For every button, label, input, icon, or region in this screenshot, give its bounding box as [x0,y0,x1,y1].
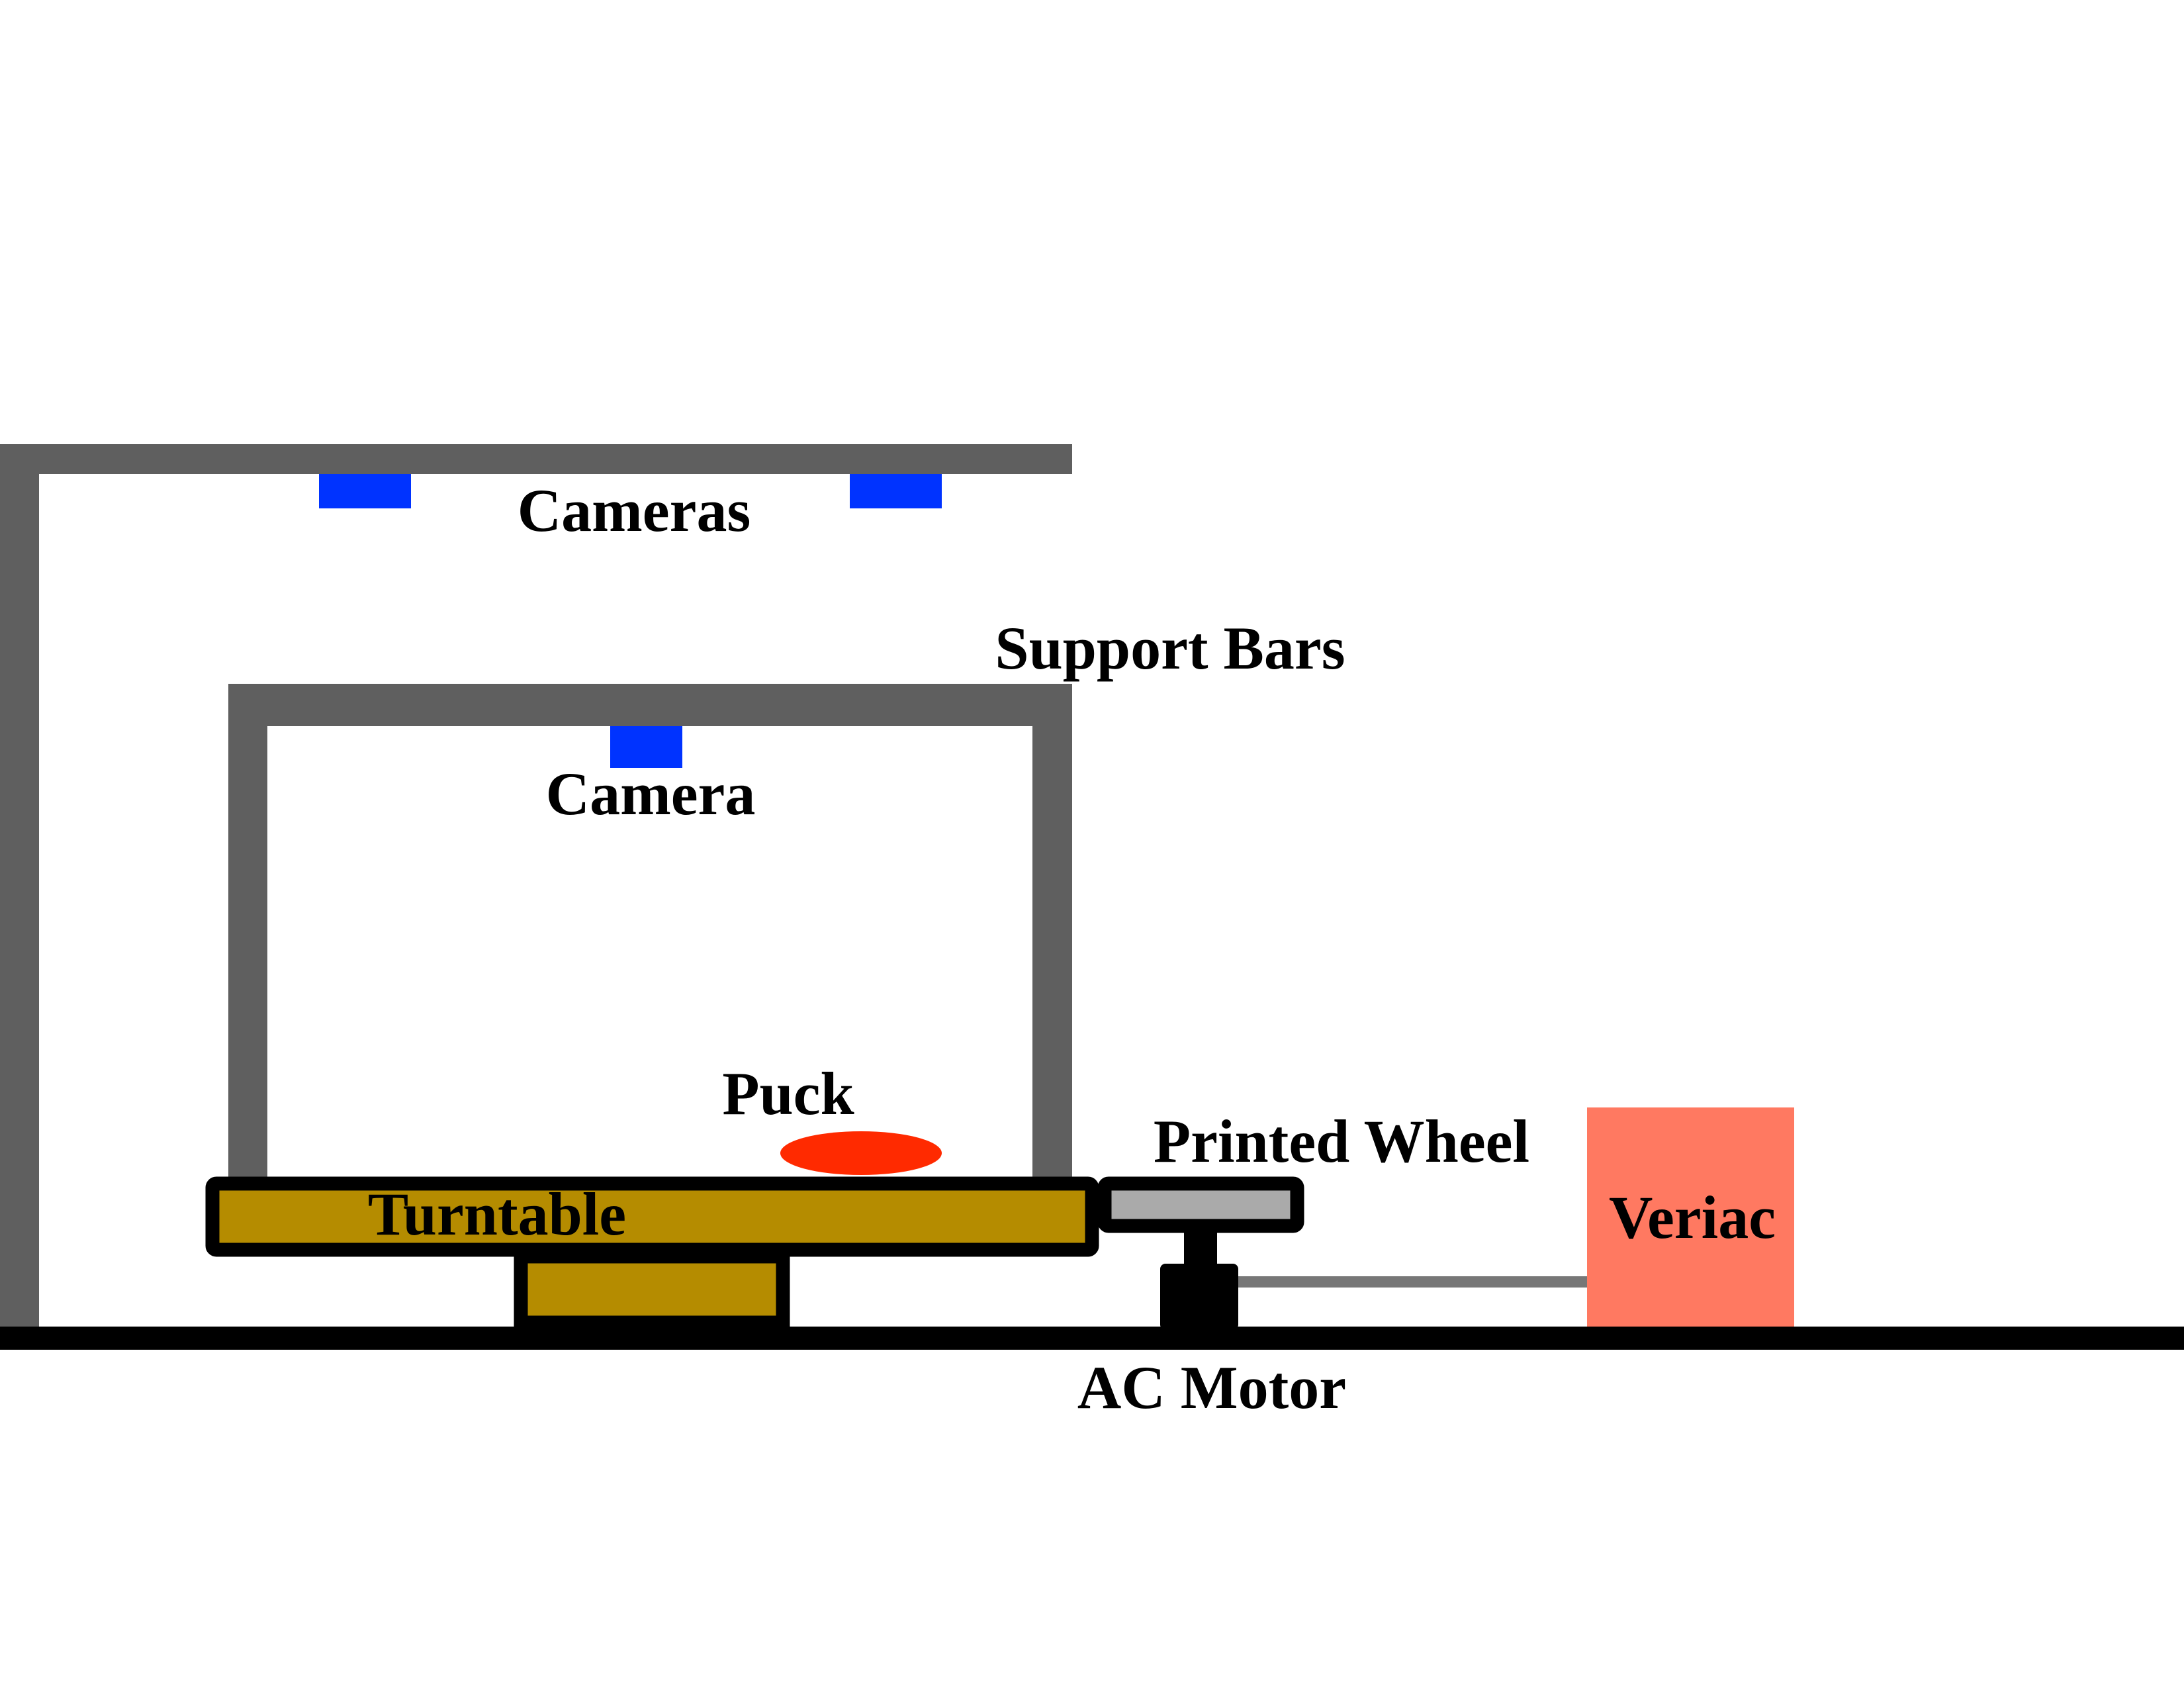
support-bars-label: Support Bars [995,614,1345,682]
veriac-label: Veriac [1609,1184,1776,1251]
camera-center [610,726,682,768]
motor-shaft [1184,1219,1217,1269]
ground-line [0,1327,2184,1350]
cameras-label: Cameras [518,477,751,544]
outer-support-top-bar [0,444,1072,474]
camera-label: Camera [546,760,756,827]
camera-top-right [850,474,942,508]
camera-top-left [319,474,411,508]
turntable-base [514,1249,790,1330]
ac-motor [1160,1264,1238,1330]
power-wire [1238,1276,1588,1288]
printed-wheel-label: Printed Wheel [1154,1107,1529,1175]
inner-support-left-bar [228,684,267,1177]
veriac [1587,1107,1794,1328]
ac-motor-label: AC Motor [1077,1354,1346,1421]
inner-support-top-bar [228,684,1072,726]
outer-support-left-bar [0,444,39,1328]
inner-support-right-bar [1032,684,1072,1177]
puck-label: Puck [722,1060,854,1127]
turntable-label: Turntable [368,1180,626,1248]
turntable [205,1176,1099,1257]
puck [780,1131,942,1175]
